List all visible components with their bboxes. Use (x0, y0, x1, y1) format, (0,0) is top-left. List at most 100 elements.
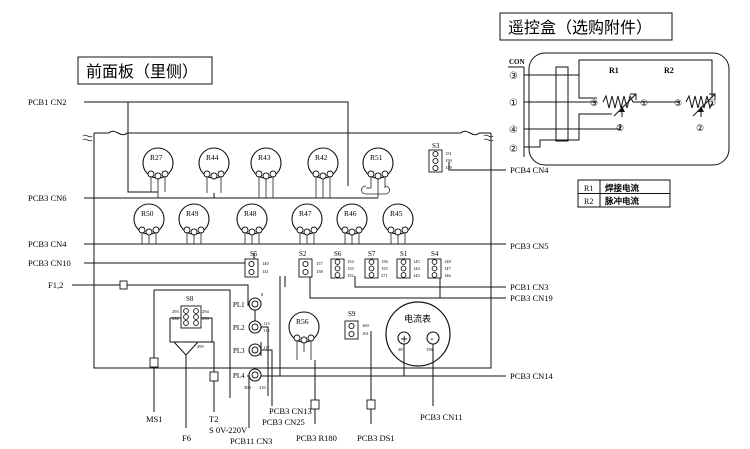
svg-text:294: 294 (202, 309, 210, 314)
pot-r27[interactable]: R27 (142, 147, 174, 180)
svg-text:113: 113 (263, 321, 270, 326)
fuse-ms1 (149, 357, 159, 368)
switch-s5[interactable]: S5 140 141 (244, 250, 270, 278)
front-panel-title-box (77, 56, 213, 85)
pot-r50-label: R50 (141, 209, 154, 218)
remote-connector (555, 66, 569, 142)
fuse-r180 (310, 399, 320, 410)
label-f6: F6 (182, 433, 191, 443)
label-pcb3-cn19: PCB3 CN19 (510, 293, 553, 303)
remote-r2-pin-1: ① (708, 99, 716, 109)
switch-s6[interactable]: S6 154 153 152 (330, 250, 355, 279)
pot-r48-label: R48 (244, 209, 257, 218)
switch-s2[interactable]: S2 157 158 (298, 250, 324, 278)
front-panel-outline (82, 130, 494, 369)
remote-legend-table: R1 焊接电流 R2 脉冲电流 (577, 179, 671, 208)
legend-r1-key: R1 (584, 184, 593, 193)
remote-r1-label: R1 (609, 66, 619, 75)
svg-text:151: 151 (445, 151, 452, 156)
svg-text:156: 156 (426, 347, 434, 352)
pot-r56[interactable]: R56 (288, 311, 320, 344)
pot-r49[interactable]: R49 (178, 203, 210, 236)
legend-r2-key: R2 (584, 197, 593, 206)
switch-s3-label: S3 (432, 142, 440, 150)
pot-r47[interactable]: R47 (291, 203, 323, 236)
front-panel-title: 前面板（里侧） (86, 62, 198, 81)
svg-text:154: 154 (347, 259, 355, 264)
svg-text:147: 147 (444, 266, 452, 271)
remote-con-pin-3: ③ (509, 71, 518, 82)
remote-con-pin-1: ① (509, 98, 518, 109)
label-pcb11-cn3: PCB11 CN3 (230, 436, 272, 446)
svg-text:152: 152 (347, 273, 354, 278)
svg-text:160: 160 (362, 323, 370, 328)
remote-r1-pin-1: ① (640, 99, 648, 109)
pot-r46[interactable]: R46 (336, 203, 368, 236)
svg-text:295: 295 (197, 344, 205, 349)
switch-s5-label: S5 (250, 250, 258, 258)
label-s-voltage: S 0V-220V (209, 425, 248, 435)
label-pcb1-cn3: PCB1 CN3 (510, 282, 549, 292)
switch-s2-label: S2 (299, 250, 307, 258)
svg-text:146: 146 (444, 273, 452, 278)
pot-r43-label: R43 (258, 153, 271, 162)
svg-text:140: 140 (262, 261, 270, 266)
svg-text:153: 153 (347, 266, 355, 271)
svg-text:309: 309 (244, 385, 252, 390)
label-pcb3-ds1: PCB3 DS1 (357, 433, 395, 443)
label-pcb3-cn14: PCB3 CN14 (510, 371, 553, 381)
remote-box-title: 遥控盒（选购附件） (508, 18, 652, 37)
label-pcb3-cn10: PCB3 CN10 (28, 258, 71, 268)
remote-con-pin-4: ④ (509, 125, 518, 136)
pot-r51[interactable]: R51 (362, 147, 394, 180)
switch-s1[interactable]: S1 145 144 143 (396, 250, 421, 279)
switch-s7[interactable]: S7 156 155 271 (364, 250, 389, 279)
legend-r1-value: 焊接电流 (605, 183, 640, 194)
remote-r2-pin-2: ② (696, 124, 704, 134)
label-pcb4-cn4: PCB4 CN4 (510, 165, 549, 175)
pot-r50[interactable]: R50 (133, 203, 165, 236)
label-ms1: MS1 (146, 414, 163, 424)
pot-r44-label: R44 (206, 153, 219, 162)
label-pcb3-r180: PCB3 R180 (296, 433, 337, 443)
switch-s9[interactable]: S9 160 161 (344, 310, 370, 340)
svg-text:281: 281 (398, 347, 405, 352)
label-pcb1-cn2: PCB1 CN2 (28, 97, 67, 107)
pot-r43[interactable]: R43 (250, 147, 282, 180)
ammeter-plus: + (400, 334, 408, 345)
lamp-pl3-label: PL3 (233, 347, 245, 355)
lamp-pl1: PL1 8 (233, 292, 264, 311)
svg-text:141: 141 (262, 269, 269, 274)
lamp-pl2-label: PL2 (233, 324, 245, 332)
svg-text:8: 8 (261, 292, 264, 297)
svg-text:149: 149 (445, 165, 453, 170)
pot-r46-label: R46 (344, 209, 357, 218)
ammeter-label: 电流表 (404, 313, 431, 325)
pot-r42[interactable]: R42 (307, 147, 339, 180)
switch-s1-label: S1 (400, 250, 408, 258)
pot-r56-label: R56 (296, 317, 309, 326)
pot-r44[interactable]: R44 (198, 147, 230, 180)
lamp-pl2: PL2 113 112 (233, 320, 270, 334)
pot-r48[interactable]: R48 (236, 203, 268, 236)
pot-r45[interactable]: R45 (382, 203, 414, 236)
svg-text:271: 271 (381, 273, 388, 278)
switch-s4[interactable]: S4 148 147 146 (427, 250, 452, 279)
label-pcb3-cn6: PCB3 CN6 (28, 193, 67, 203)
pot-r47-label: R47 (299, 209, 312, 218)
label-pcb3-cn5: PCB3 CN5 (510, 241, 549, 251)
pot-r49-label: R49 (186, 209, 199, 218)
legend-r2-value: 脉冲电流 (604, 196, 640, 207)
label-pcb3-cn25: PCB3 CN25 (262, 417, 305, 427)
switch-s3[interactable]: S3 151 150 149 (428, 142, 453, 173)
svg-text:143: 143 (413, 273, 421, 278)
switch-s8[interactable]: S8 293 292 294 296 (172, 295, 210, 329)
label-pcb3-cn11: PCB3 CN11 (420, 412, 462, 422)
ammeter-minus: - (430, 334, 434, 345)
label-pcb3-cn4: PCB3 CN4 (28, 239, 67, 249)
lamp-pl4-label: PL4 (233, 372, 245, 380)
remote-r2-pin-3: ③ (674, 99, 682, 109)
fuse-f12 (119, 280, 128, 290)
switch-s4-label: S4 (431, 250, 439, 258)
